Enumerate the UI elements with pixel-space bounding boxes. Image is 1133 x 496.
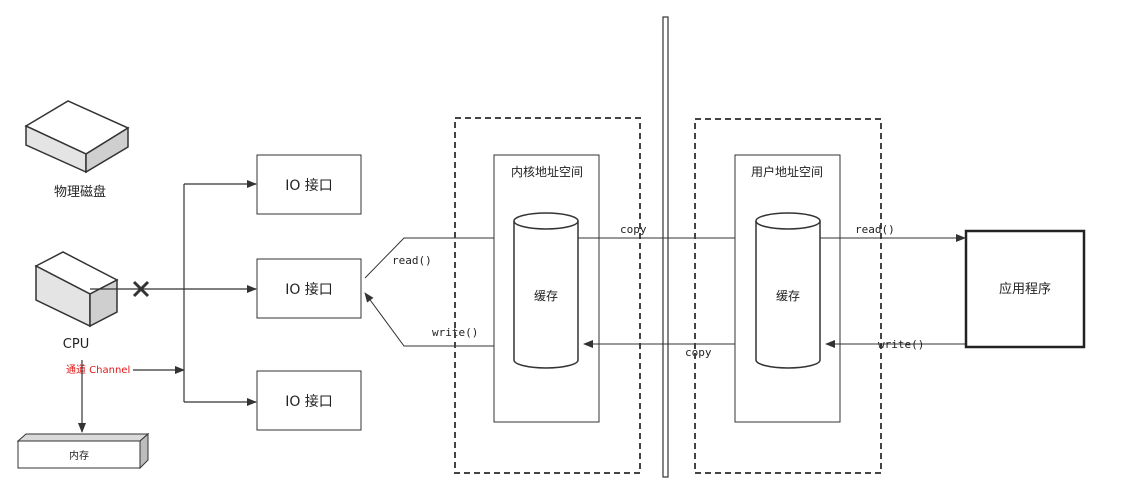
io-port-1 bbox=[256, 154, 362, 215]
copy-label-top: copy bbox=[620, 223, 647, 236]
channel-bus bbox=[183, 180, 257, 406]
kernel-address-space bbox=[493, 154, 600, 423]
write-arrow-left bbox=[364, 292, 514, 347]
application-box bbox=[964, 229, 1086, 349]
blocked-x-icon bbox=[132, 280, 150, 298]
kernel-cache-cylinder bbox=[513, 212, 579, 369]
user-cache-label: 缓存 bbox=[776, 289, 800, 303]
io-port-1-label: IO 接口 bbox=[285, 177, 333, 194]
io-port-2-label: IO 接口 bbox=[285, 281, 333, 298]
kernel-user-divider bbox=[662, 16, 669, 478]
cpu-label: CPU bbox=[63, 337, 89, 352]
read-label-right: read() bbox=[855, 223, 895, 236]
user-space-title: 用户地址空间 bbox=[751, 164, 823, 179]
channel-label: 通道 Channel bbox=[66, 363, 130, 376]
kernel-cache-label: 缓存 bbox=[534, 289, 558, 303]
io-port-2 bbox=[256, 258, 362, 319]
read-label-left: read() bbox=[392, 254, 432, 267]
copy-label-bottom: copy bbox=[685, 346, 712, 359]
kernel-space-boundary bbox=[454, 117, 641, 474]
memory-block bbox=[16, 432, 150, 470]
kernel-space-title: 内核地址空间 bbox=[511, 165, 583, 179]
cpu-icon bbox=[34, 251, 119, 328]
application-label: 应用程序 bbox=[999, 281, 1051, 297]
user-cache-cylinder bbox=[755, 212, 821, 369]
user-space-boundary bbox=[694, 118, 882, 474]
io-port-3 bbox=[256, 370, 362, 431]
io-port-3-label: IO 接口 bbox=[285, 393, 333, 410]
read-arrow-left bbox=[364, 234, 510, 279]
physical-disk-icon bbox=[24, 100, 130, 174]
write-label-right: write() bbox=[878, 338, 924, 351]
memory-label: 内存 bbox=[69, 449, 89, 462]
disk-label: 物理磁盘 bbox=[54, 184, 106, 200]
